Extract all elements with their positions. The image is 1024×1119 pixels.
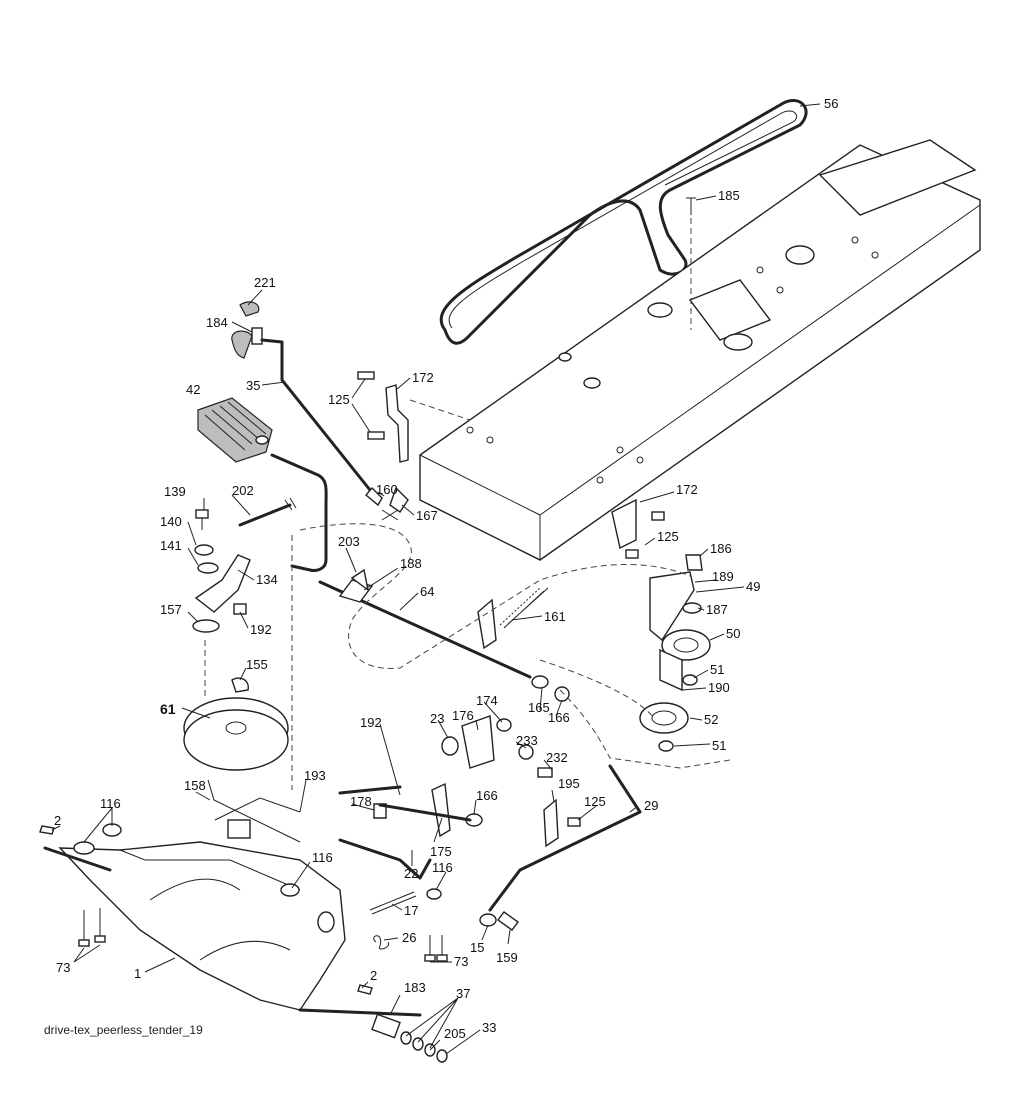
callout-2-left: 2 xyxy=(54,813,61,828)
callout-178: 178 xyxy=(350,794,372,809)
control-arm xyxy=(338,782,483,880)
callout-17: 17 xyxy=(404,903,418,918)
callout-185: 185 xyxy=(718,188,740,203)
callout-51-upper: 51 xyxy=(710,662,724,677)
rod-29 xyxy=(488,764,642,912)
callout-139: 139 xyxy=(164,484,186,499)
washer-15-bolt-159 xyxy=(479,911,519,931)
callout-140: 140 xyxy=(160,514,182,529)
callout-192-lower: 192 xyxy=(360,715,382,730)
callout-50: 50 xyxy=(726,626,740,641)
pedal-bracket-hardware xyxy=(192,509,251,700)
callout-232: 232 xyxy=(546,750,568,765)
callout-23: 23 xyxy=(430,711,444,726)
callout-35: 35 xyxy=(246,378,260,393)
bracket-176-group xyxy=(441,715,553,778)
cross-shaft xyxy=(318,568,570,702)
callout-167: 167 xyxy=(416,508,438,523)
callout-15: 15 xyxy=(470,940,484,955)
clutch-rod-assembly xyxy=(231,301,372,492)
diagram-caption: drive-tex_peerless_tender_19 xyxy=(44,1023,203,1037)
rod-202 xyxy=(238,497,297,527)
callout-125-upper: 125 xyxy=(328,392,350,407)
callout-193: 193 xyxy=(304,768,326,783)
callout-186: 186 xyxy=(710,541,732,556)
callout-73-left: 73 xyxy=(56,960,70,975)
callout-134: 134 xyxy=(256,572,278,587)
bolt-185 xyxy=(686,197,696,330)
callout-202: 202 xyxy=(232,483,254,498)
callout-159: 159 xyxy=(496,950,518,965)
bolts-73-left xyxy=(78,908,106,947)
bracket-172-lower xyxy=(611,498,665,559)
transmission-pulley xyxy=(183,677,301,843)
callout-160: 160 xyxy=(376,482,398,497)
callout-2-right: 2 xyxy=(370,968,377,983)
callout-61: 61 xyxy=(160,701,176,717)
callout-195: 195 xyxy=(558,776,580,791)
callout-172-lower: 172 xyxy=(676,482,698,497)
callout-116-center: 116 xyxy=(312,850,333,865)
pedal-shaft xyxy=(270,453,328,572)
callout-29: 29 xyxy=(644,798,658,813)
callout-183: 183 xyxy=(404,980,426,995)
callout-176: 176 xyxy=(452,708,474,723)
bracket-172-upper xyxy=(357,371,471,463)
transaxle xyxy=(43,819,422,1017)
callout-51-lower: 51 xyxy=(712,738,726,753)
drive-belt xyxy=(439,99,808,345)
callout-125-right: 125 xyxy=(584,794,606,809)
callout-1: 1 xyxy=(134,966,141,981)
callout-188: 188 xyxy=(400,556,422,571)
callout-73-right: 73 xyxy=(454,954,468,969)
callout-37: 37 xyxy=(456,986,470,1001)
callout-56: 56 xyxy=(824,96,838,111)
callout-172-upper: 172 xyxy=(412,370,434,385)
callout-33: 33 xyxy=(482,1020,496,1035)
bracket-195 xyxy=(543,798,581,848)
idler-assembly xyxy=(639,554,711,752)
callout-175: 175 xyxy=(430,844,452,859)
callout-141: 141 xyxy=(160,538,182,553)
callout-125-lower: 125 xyxy=(657,529,679,544)
pedal-pad xyxy=(197,397,273,463)
callout-166-upper: 166 xyxy=(548,710,570,725)
callout-221: 221 xyxy=(254,275,276,290)
callout-116-left: 116 xyxy=(100,796,121,811)
callout-116-right: 116 xyxy=(432,860,453,875)
hub-hardware xyxy=(39,825,448,1063)
callout-187: 187 xyxy=(706,602,728,617)
frame xyxy=(419,139,981,561)
callout-49: 49 xyxy=(746,579,760,594)
callout-203: 203 xyxy=(338,534,360,549)
callout-189: 189 xyxy=(712,569,734,584)
callout-157: 157 xyxy=(160,602,182,617)
callout-174: 174 xyxy=(476,693,498,708)
leader-lines xyxy=(51,103,821,1055)
callout-161: 161 xyxy=(544,609,566,624)
callout-52: 52 xyxy=(704,712,718,727)
callout-165: 165 xyxy=(528,700,550,715)
callout-190: 190 xyxy=(708,680,730,695)
callout-158: 158 xyxy=(184,778,206,793)
callout-205: 205 xyxy=(444,1026,466,1041)
callout-labels: 56 185 221 184 35 42 172 125 160 167 139… xyxy=(54,96,838,1041)
callout-166-lower: 166 xyxy=(476,788,498,803)
callout-26: 26 xyxy=(402,930,416,945)
springs-and-bolts xyxy=(369,888,448,962)
callout-64: 64 xyxy=(420,584,434,599)
callout-42: 42 xyxy=(186,382,200,397)
callout-155: 155 xyxy=(246,657,268,672)
callout-192-upper: 192 xyxy=(250,622,272,637)
callout-184: 184 xyxy=(206,315,228,330)
callout-22: 22 xyxy=(404,866,418,881)
callout-233: 233 xyxy=(516,733,538,748)
belt-routing xyxy=(291,523,731,790)
